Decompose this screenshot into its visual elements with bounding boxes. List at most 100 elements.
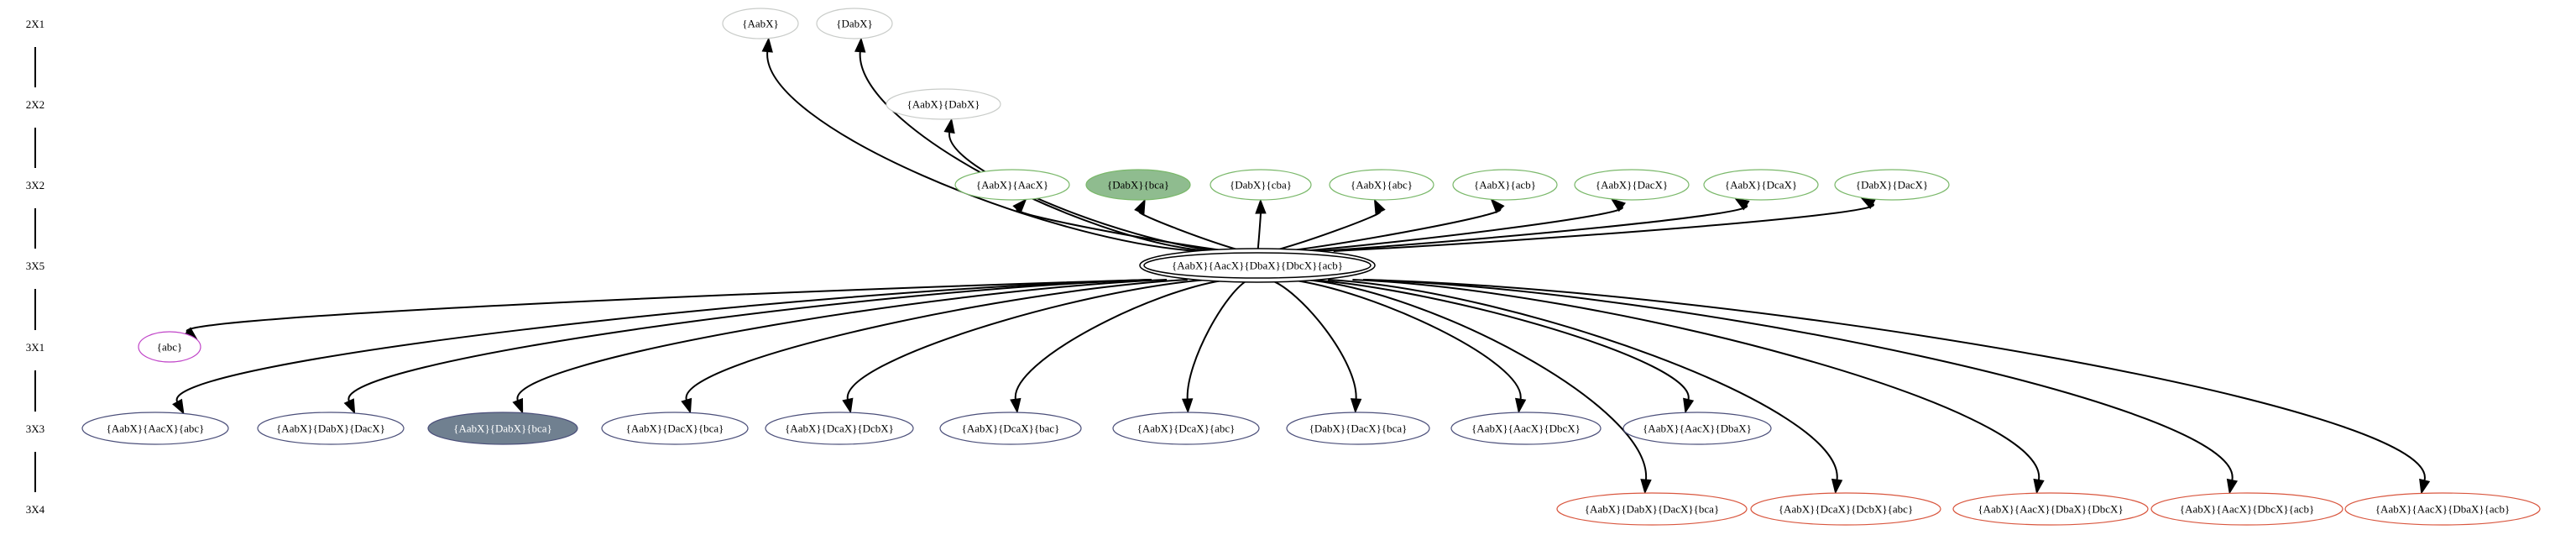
node-n_3x4_a[interactable]: {AabX}{DabX}{DacX}{bca} (1556, 492, 1748, 526)
node-label-n_3x2_c: {DabX}{cba} (1230, 179, 1292, 191)
rank-label-3x5: 3X5 (26, 260, 44, 272)
node-n_3x2_e[interactable]: {AabX}{acb} (1452, 169, 1558, 201)
node-label-n_3x3_d: {AabX}{DacX}{bca} (626, 422, 724, 435)
rank-label-2x1: 2X1 (26, 18, 44, 30)
node-label-n_3x2_e: {AabX}{acb} (1474, 179, 1536, 191)
node-n_2x1_a[interactable]: {AabX} (722, 8, 799, 39)
node-n_3x3_c[interactable]: {AabX}{DabX}{bca} (427, 412, 578, 445)
node-n_3x3_d[interactable]: {AabX}{DacX}{bca} (601, 412, 749, 445)
node-shape-n_3x2_h (1834, 169, 1950, 201)
edge-n_3x3_e (846, 279, 1208, 400)
arrowhead-n_3x4_c (2033, 478, 2045, 495)
node-n_3x3_e[interactable]: {AabX}{DcaX}{DcbX} (765, 412, 914, 445)
node-shape-n_3x3_j (1622, 412, 1772, 445)
node-shape-n_3x4_a (1556, 492, 1748, 526)
arrowhead-n_3x3_b (343, 398, 356, 415)
node-n_3x2_f[interactable]: {AabX}{DacX} (1574, 169, 1690, 201)
node-n_3x3_b[interactable]: {AabX}{DabX}{DacX} (257, 412, 405, 445)
node-shape-n_3x2_g (1703, 169, 1819, 201)
node-label-n_3x4_c: {AabX}{AacX}{DbaX}{DbcX} (1978, 503, 2123, 516)
node-n_2x2_a[interactable]: {AabX}{DabX} (886, 88, 1001, 120)
node-shape-n_3x4_c (1952, 492, 2149, 526)
node-shape-n_3x3_e (765, 412, 914, 445)
node-label-n_3x3_j: {AabX}{AacX}{DbaX} (1643, 422, 1752, 435)
edge-n_3x2_h (1333, 202, 1874, 252)
edge-n_3x3_g (1186, 279, 1250, 400)
node-shape-n_3x4_d (2150, 492, 2343, 526)
node-group: {AabX}{AacX}{DbaX}{DbcX}{acb}{AabX}{DabX… (81, 8, 2541, 526)
node-label-n_3x3_c: {AabX}{DabX}{bca} (453, 422, 552, 435)
node-label-n_3x3_g: {AabX}{DcaX}{abc} (1137, 422, 1236, 435)
arrowhead-n_3x2_c (1255, 198, 1267, 214)
rank-label-3x2: 3X2 (26, 179, 44, 191)
node-n_3x1_a[interactable]: {abc} (138, 331, 201, 363)
node-n_3x2_b[interactable]: {DabX}{bca} (1085, 169, 1191, 201)
node-n_3x2_c[interactable]: {DabX}{cba} (1210, 169, 1312, 201)
node-shape-n_3x3_h (1286, 412, 1430, 445)
node-n_3x4_c[interactable]: {AabX}{AacX}{DbaX}{DbcX} (1952, 492, 2149, 526)
node-n_3x3_i[interactable]: {AabX}{AacX}{DbcX} (1450, 412, 1602, 445)
edge-n_3x2_g (1317, 204, 1748, 252)
node-n_3x2_h[interactable]: {DabX}{DacX} (1834, 169, 1950, 201)
node-label-n_3x3_h: {DabX}{DacX}{bca} (1309, 422, 1408, 435)
node-n_2x1_b[interactable]: {DabX} (816, 8, 893, 39)
node-center-inner-ring (1143, 252, 1372, 279)
arrowhead-n_3x2_a (1012, 198, 1027, 214)
arrowhead-n_3x3_e (842, 397, 854, 414)
arrowhead-n_3x2_g (1733, 197, 1750, 211)
edge-n_3x4_e (1362, 279, 2426, 481)
edge-n_3x3_a (175, 279, 1152, 402)
node-label-n_3x2_d: {AabX}{abc} (1351, 179, 1413, 191)
node-n_3x2_g[interactable]: {AabX}{DcaX} (1703, 169, 1819, 201)
node-label-n_3x4_d: {AabX}{AacX}{DbcX}{acb} (2180, 503, 2314, 516)
edge-n_3x4_d (1362, 279, 2234, 480)
arrowhead-n_2x2_a (943, 118, 955, 134)
node-n_3x3_g[interactable]: {AabX}{DcaX}{abc} (1112, 412, 1260, 445)
node-label-n_3x2_b: {DabX}{bca} (1107, 179, 1169, 191)
edge-n_3x3_j (1309, 279, 1690, 400)
node-label-n_3x3_b: {AabX}{DabX}{DacX} (276, 422, 385, 435)
node-n_3x3_j[interactable]: {AabX}{AacX}{DbaX} (1622, 412, 1772, 445)
arrowhead-n_3x3_j (1683, 397, 1695, 414)
node-shape-n_3x3_c (427, 412, 578, 445)
node-center-label: {AabX}{AacX}{DbaX}{DbcX}{acb} (1172, 260, 1343, 272)
node-shape-n_3x2_a (954, 169, 1070, 201)
arrowhead-n_3x4_e (2419, 478, 2431, 495)
node-label-n_3x3_e: {AabX}{DcaX}{DcbX} (785, 422, 894, 435)
edge-n_3x3_i (1289, 279, 1522, 400)
rank-label-3x1: 3X1 (26, 341, 44, 354)
edge-group (172, 37, 2431, 495)
node-shape-n_3x1_a (138, 331, 201, 363)
node-center[interactable]: {AabX}{AacX}{DbaX}{DbcX}{acb} (1139, 248, 1376, 283)
node-n_3x2_a[interactable]: {AabX}{AacX} (954, 169, 1070, 201)
node-n_3x4_d[interactable]: {AabX}{AacX}{DbcX}{acb} (2150, 492, 2343, 526)
node-shape-n_3x2_e (1452, 169, 1558, 201)
node-shape-n_3x3_i (1450, 412, 1602, 445)
edge-n_3x2_e (1287, 208, 1502, 252)
node-n_3x3_f[interactable]: {AabX}{DcaX}{bac} (939, 412, 1082, 445)
node-shape-n_3x4_e (2344, 492, 2541, 526)
node-label-n_3x4_e: {AabX}{AacX}{DbaX}{acb} (2375, 503, 2510, 516)
node-shape-n_3x3_a (81, 412, 229, 445)
node-n_3x4_b[interactable]: {AabX}{DcaX}{DcbX}{abc} (1750, 492, 1941, 526)
node-label-n_3x2_h: {DabX}{DacX} (1856, 179, 1928, 191)
edge-n_3x2_b (1138, 211, 1244, 252)
arrowhead-n_3x3_f (1010, 397, 1022, 414)
edge-n_3x2_f (1302, 206, 1623, 252)
node-n_3x3_a[interactable]: {AabX}{AacX}{abc} (81, 412, 229, 445)
node-n_3x2_d[interactable]: {AabX}{abc} (1329, 169, 1434, 201)
arrowhead-n_3x3_h (1350, 398, 1362, 414)
arrowhead-n_3x3_c (512, 397, 524, 415)
rank-label-3x3: 3X3 (26, 422, 44, 435)
node-shape-n_3x3_d (601, 412, 749, 445)
node-label-n_3x2_a: {AabX}{AacX} (976, 179, 1048, 191)
arrowhead-n_3x4_d (2226, 478, 2239, 495)
edge-n_3x2_d (1272, 211, 1382, 252)
node-n_3x3_h[interactable]: {DabX}{DacX}{bca} (1286, 412, 1430, 445)
node-label-n_3x3_a: {AabX}{AacX}{abc} (107, 422, 205, 435)
node-shape-n_3x2_b (1085, 169, 1191, 201)
node-n_3x4_e[interactable]: {AabX}{AacX}{DbaX}{acb} (2344, 492, 2541, 526)
arrowhead-n_3x2_e (1490, 198, 1505, 214)
arrowhead-n_3x4_a (1640, 479, 1652, 495)
